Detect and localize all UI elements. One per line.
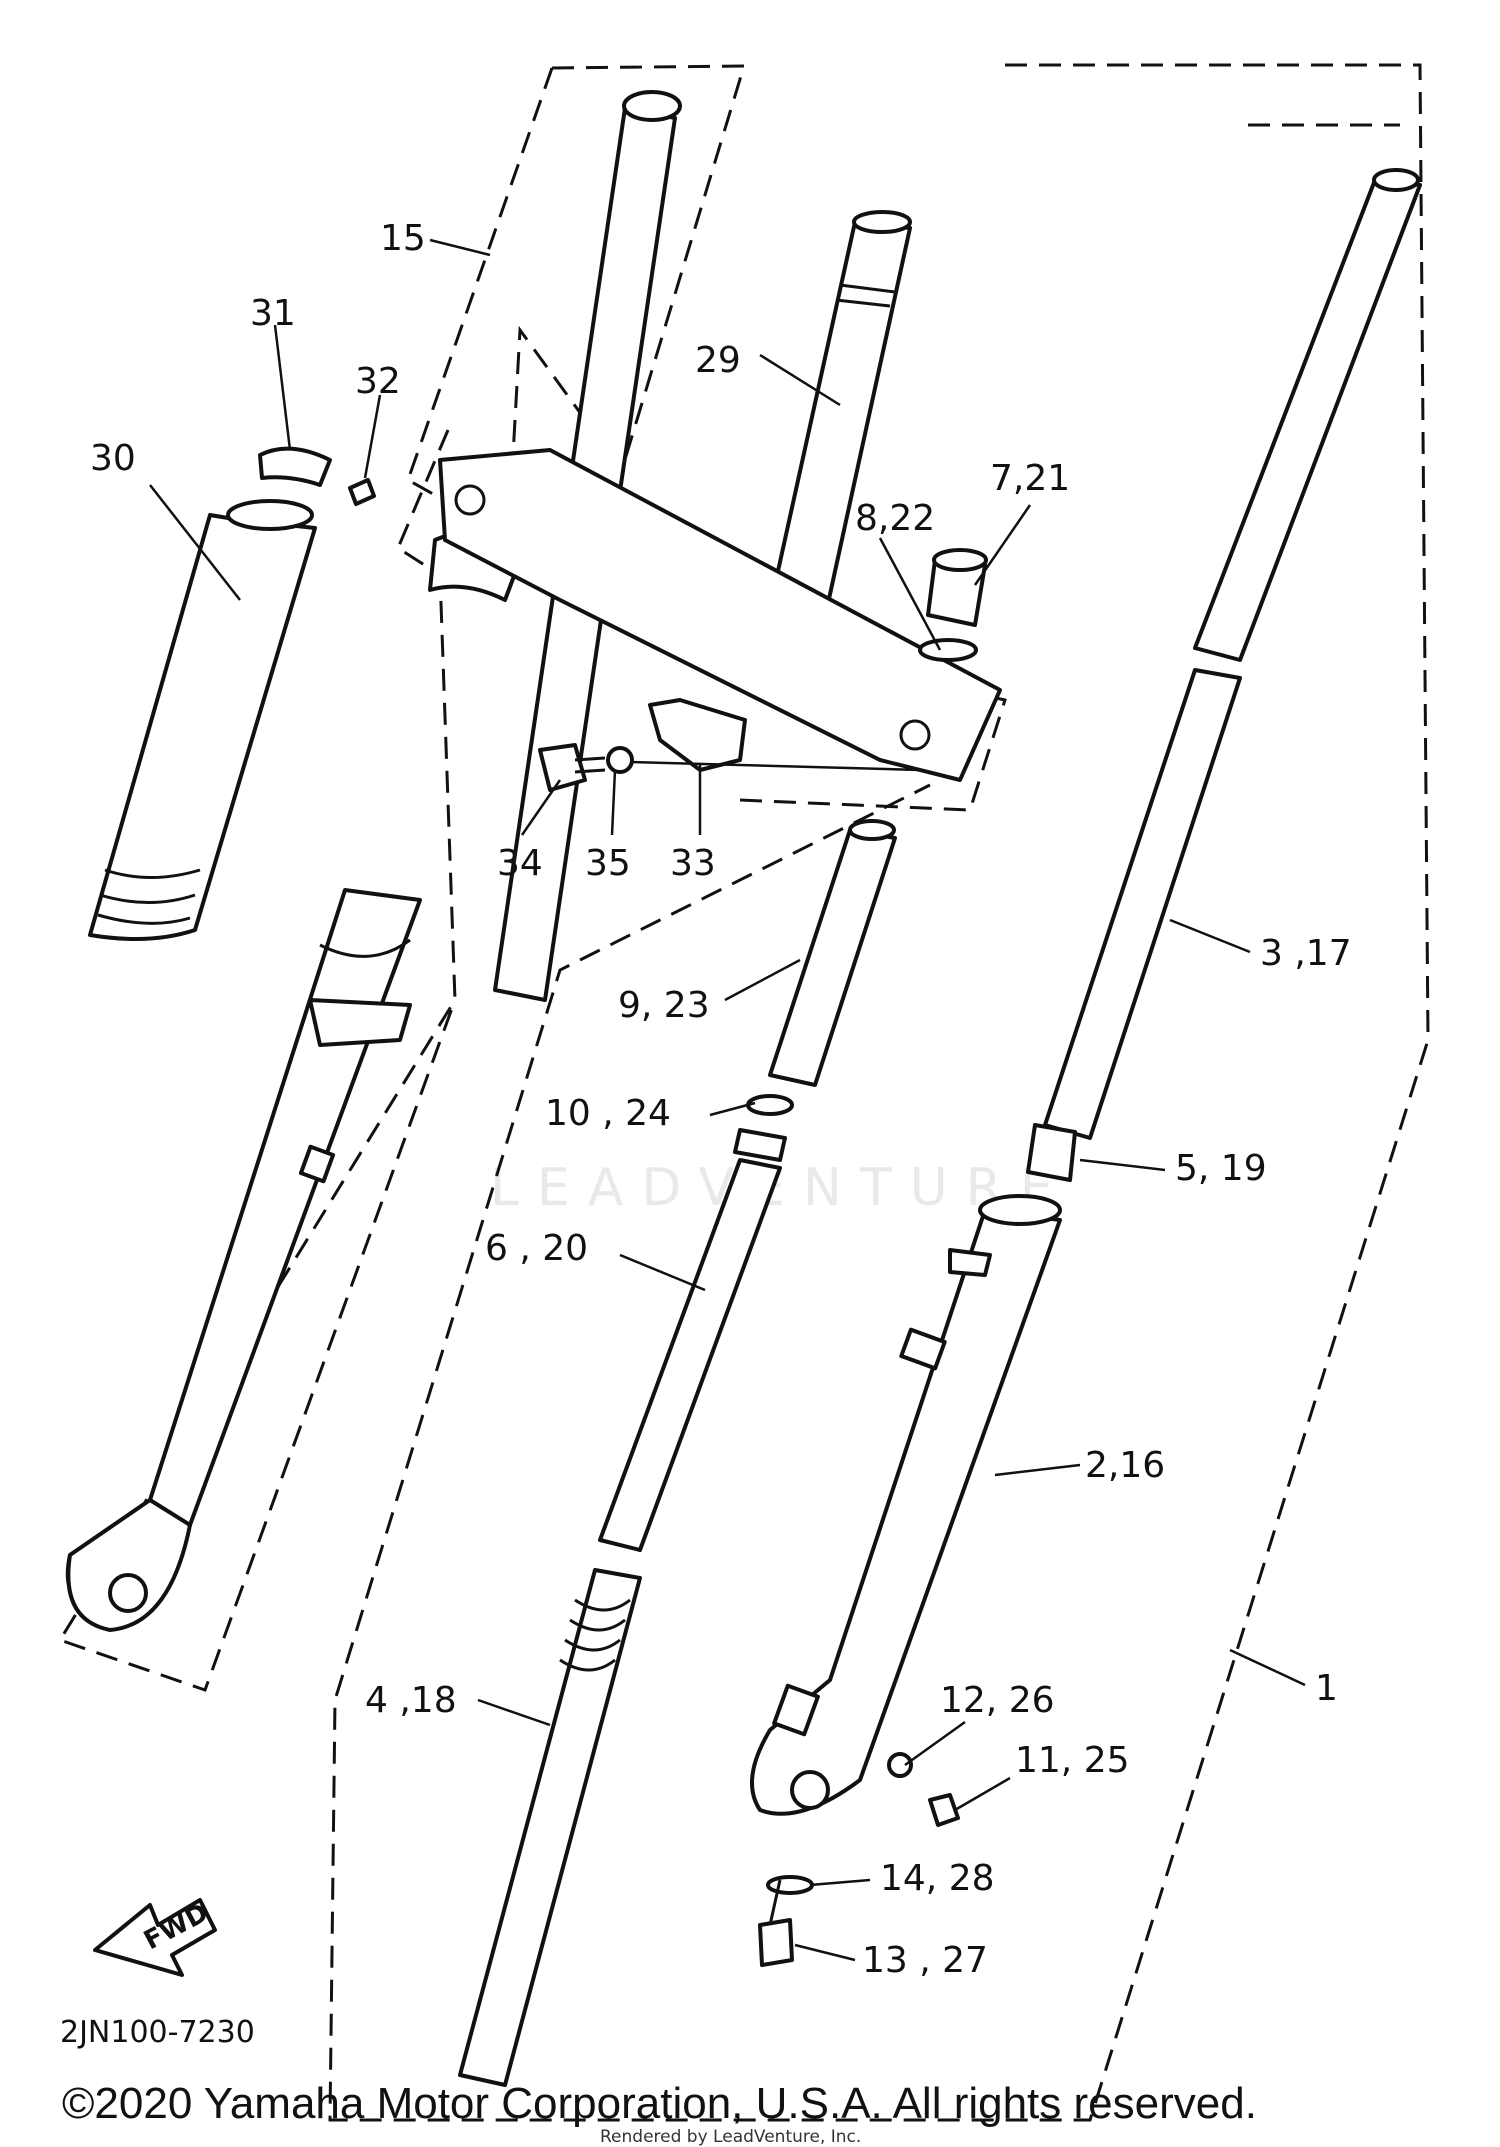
washer-10-24 (746, 1094, 794, 1116)
inner-tube-3-17 (1193, 178, 1422, 662)
left-fork-cap (622, 90, 682, 122)
under-bracket-assembly (438, 210, 1002, 792)
callout-35: 35 (585, 843, 631, 884)
rendered-by-notice: Rendered by LeadVenture, Inc. (600, 2127, 861, 2147)
callout-32: 32 (355, 361, 401, 402)
callout-1: 1 (1315, 1668, 1338, 1709)
callout-12-26: 12, 26 (940, 1680, 1055, 1721)
left-axle-hole (108, 1573, 148, 1613)
stem-top (852, 210, 912, 234)
outer-tube-2-16 (750, 1208, 1062, 1816)
callout-7-21: 7,21 (990, 458, 1070, 499)
damper-rod-4-18 (458, 1568, 642, 2087)
callout-9-23: 9, 23 (618, 985, 710, 1026)
outer-lug (899, 1327, 947, 1371)
callout-33: 33 (670, 843, 716, 884)
bolt-13-27 (758, 1918, 794, 1967)
left-outer-tube (65, 888, 422, 1617)
fork-boot-30 (88, 513, 317, 941)
bolt-34 (538, 743, 587, 792)
cable-guide-33 (648, 698, 747, 772)
spring-top (733, 1128, 787, 1162)
copyright-notice: ©2020 Yamaha Motor Corporation, U.S.A. A… (62, 2079, 1257, 2128)
assembly-boundaries (57, 63, 1430, 2122)
bolt-32 (348, 478, 376, 506)
right-axle-hole (790, 1770, 830, 1810)
callout-15: 15 (380, 218, 426, 259)
callout-29: 29 (695, 340, 741, 381)
drain-bolt-11-25 (928, 1793, 960, 1827)
callout-34: 34 (497, 843, 543, 884)
washer-14-28 (766, 1875, 814, 1895)
gasket-12-26 (887, 1752, 913, 1778)
damper-rod-6-20 (598, 1158, 782, 1552)
callout-3-17: 3 ,17 (1260, 933, 1352, 974)
left-axle-boss (66, 1498, 192, 1632)
callout-2-16: 2,16 (1085, 1445, 1165, 1486)
callout-14-28: 14, 28 (880, 1858, 995, 1899)
spring-seat-9-23 (768, 828, 897, 1087)
callout-5-19: 5, 19 (1175, 1148, 1267, 1189)
drain-lug (772, 1683, 820, 1737)
outer-bracket (948, 1248, 992, 1277)
left-fork-lug (298, 1144, 336, 1184)
washer-35 (606, 746, 634, 774)
o-ring-8-22 (918, 638, 978, 662)
callout-8-22: 8,22 (855, 498, 935, 539)
right-fork-assembly (458, 168, 1422, 2087)
callout-13-27: 13 , 27 (862, 1940, 988, 1981)
fwd-arrow-icon: FWD (93, 1898, 217, 1977)
oil-lock-5-19 (1026, 1123, 1077, 1182)
callout-31: 31 (250, 293, 296, 334)
diagram-code: 2JN100-7230 (60, 2015, 255, 2050)
inner-tube-lower-3-17 (1043, 668, 1242, 1140)
left-fork-bracket (308, 998, 412, 1047)
callout-10-24: 10 , 24 (545, 1093, 671, 1134)
boot-31 (258, 446, 332, 487)
leader-lines (149, 238, 1306, 1962)
callout-6-20: 6 , 20 (485, 1228, 588, 1269)
callout-11-25: 11, 25 (1015, 1740, 1130, 1781)
boot-top-30 (226, 499, 314, 531)
callouts: 15 31 32 30 29 7,21 8,22 34 35 33 3 ,17 … (90, 218, 1352, 1981)
callout-30: 30 (90, 438, 136, 479)
callout-4-18: 4 ,18 (365, 1680, 457, 1721)
